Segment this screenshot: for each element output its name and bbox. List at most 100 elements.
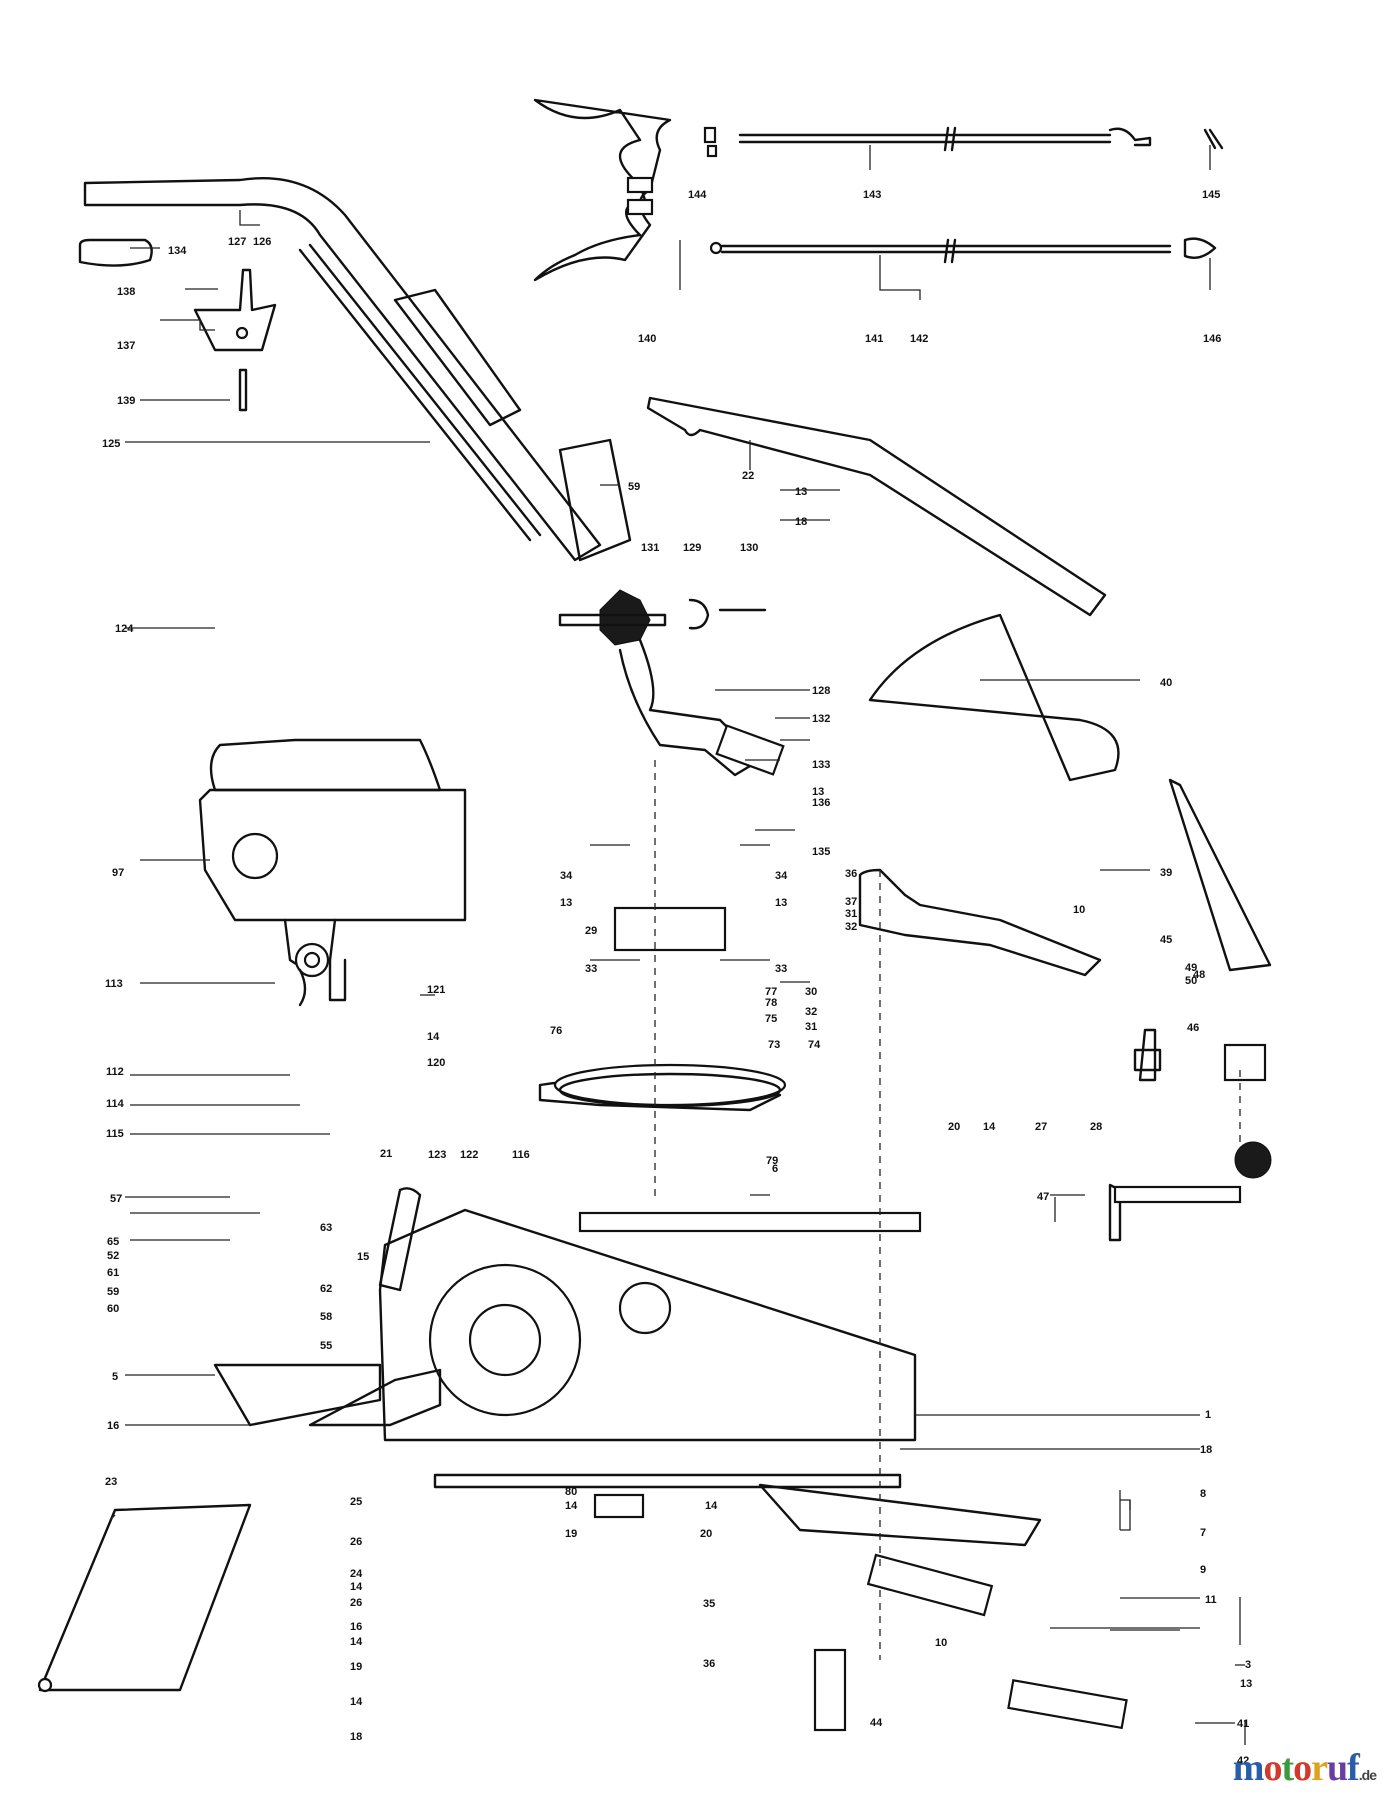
callout-113: 113 xyxy=(105,978,123,990)
callout-39: 39 xyxy=(1160,867,1172,879)
callout-141: 141 xyxy=(865,333,883,345)
callout-137: 137 xyxy=(117,340,135,352)
callout-29: 29 xyxy=(585,925,597,937)
callout-47: 47 xyxy=(1037,1191,1049,1203)
handlebar-assembly xyxy=(78,176,785,777)
callout-7: 7 xyxy=(1200,1527,1206,1539)
callout-16a: 16 xyxy=(107,1420,119,1432)
pulley-drive-assembly xyxy=(538,868,1272,1242)
callout-6: 6 xyxy=(772,1163,778,1175)
callout-49: 49 xyxy=(1185,962,1197,974)
callout-65: 65 xyxy=(107,1236,119,1248)
callout-34a: 34 xyxy=(560,870,573,882)
callout-128: 128 xyxy=(812,685,830,697)
callout-33b: 33 xyxy=(775,963,787,975)
callout-14a: 14 xyxy=(427,1031,440,1043)
callout-121: 121 xyxy=(427,984,445,996)
callout-19b: 19 xyxy=(350,1661,362,1673)
callout-31b: 31 xyxy=(805,1021,817,1033)
callout-62: 62 xyxy=(320,1283,332,1295)
callout-37: 37 xyxy=(845,896,857,908)
callout-labels: 143 144 145 140 141 142 146 127 126 134 … xyxy=(102,189,1252,1767)
callout-127: 127 xyxy=(228,236,246,248)
callout-30: 30 xyxy=(805,986,817,998)
callout-32b: 32 xyxy=(805,1006,817,1018)
callout-25: 25 xyxy=(350,1496,362,1508)
callout-142: 142 xyxy=(910,333,928,345)
callout-14b: 14 xyxy=(983,1121,996,1133)
callout-8: 8 xyxy=(1200,1488,1206,1500)
callout-11: 11 xyxy=(1205,1594,1217,1606)
callout-140: 140 xyxy=(638,333,656,345)
callout-135: 135 xyxy=(812,846,830,858)
callout-50: 50 xyxy=(1185,975,1197,987)
callout-31a: 31 xyxy=(845,908,857,920)
callout-14d: 14 xyxy=(705,1500,718,1512)
callout-59b: 59 xyxy=(107,1286,119,1298)
callout-23: 23 xyxy=(105,1476,117,1488)
callout-36: 36 xyxy=(845,868,857,880)
callout-59: 59 xyxy=(628,481,640,493)
callout-120: 120 xyxy=(427,1057,445,1069)
callout-46: 46 xyxy=(1187,1022,1199,1034)
callout-134: 134 xyxy=(168,245,187,257)
callout-26b: 26 xyxy=(350,1597,362,1609)
callout-10a: 10 xyxy=(1073,904,1085,916)
callout-112: 112 xyxy=(106,1066,124,1078)
callout-52: 52 xyxy=(107,1250,119,1262)
callout-139: 139 xyxy=(117,395,135,407)
callout-44: 44 xyxy=(870,1717,883,1729)
callout-24: 24 xyxy=(350,1568,363,1580)
gearbox-housing xyxy=(213,1187,1042,1547)
callout-34b: 34 xyxy=(775,870,788,882)
callout-136: 136 xyxy=(812,797,830,809)
callout-32a: 32 xyxy=(845,921,857,933)
callout-18a: 18 xyxy=(795,516,807,528)
callout-114: 114 xyxy=(106,1098,125,1110)
callout-79: 79 xyxy=(766,1155,778,1167)
leader-lines xyxy=(109,145,1246,1745)
frame-brace-and-guard xyxy=(558,396,1272,972)
callout-123: 123 xyxy=(428,1149,446,1161)
watermark-logo: motoruf.de xyxy=(1232,1747,1377,1789)
callout-10b: 10 xyxy=(935,1637,947,1649)
callout-41: 41 xyxy=(1237,1718,1249,1730)
engine-assembly xyxy=(198,738,467,1007)
callout-80: 80 xyxy=(565,1486,577,1498)
callout-36b: 36 xyxy=(703,1658,715,1670)
callout-60: 60 xyxy=(107,1303,119,1315)
callout-22: 22 xyxy=(742,470,754,482)
callout-116: 116 xyxy=(512,1149,530,1161)
callout-20b: 20 xyxy=(700,1528,712,1540)
callout-16b: 16 xyxy=(350,1621,362,1633)
callout-13b: 13 xyxy=(812,786,824,798)
callout-13d: 13 xyxy=(775,897,787,909)
callout-9: 9 xyxy=(1200,1564,1206,1576)
callout-73: 73 xyxy=(768,1039,780,1051)
callout-18c: 18 xyxy=(350,1731,362,1743)
callout-35: 35 xyxy=(703,1598,715,1610)
callout-61: 61 xyxy=(107,1267,119,1279)
callout-74: 74 xyxy=(808,1039,821,1051)
lower-parts xyxy=(37,1493,1128,1732)
callout-48: 48 xyxy=(1193,969,1205,981)
callout-14g: 14 xyxy=(350,1696,363,1708)
callout-133: 133 xyxy=(812,759,830,771)
callout-19a: 19 xyxy=(565,1528,577,1540)
callout-42: 42 xyxy=(1237,1755,1249,1767)
callout-146: 146 xyxy=(1203,333,1221,345)
callout-63: 63 xyxy=(320,1222,332,1234)
callout-122: 122 xyxy=(460,1149,478,1161)
callout-129: 129 xyxy=(683,542,701,554)
callout-18b: 18 xyxy=(1200,1444,1212,1456)
callout-145: 145 xyxy=(1202,189,1220,201)
callout-20a: 20 xyxy=(948,1121,960,1133)
callout-125: 125 xyxy=(102,438,120,450)
callout-13c: 13 xyxy=(560,897,572,909)
callout-76: 76 xyxy=(550,1025,562,1037)
callout-138: 138 xyxy=(117,286,135,298)
callout-55: 55 xyxy=(320,1340,332,1352)
callout-14c: 14 xyxy=(565,1500,578,1512)
callout-115: 115 xyxy=(106,1128,124,1140)
